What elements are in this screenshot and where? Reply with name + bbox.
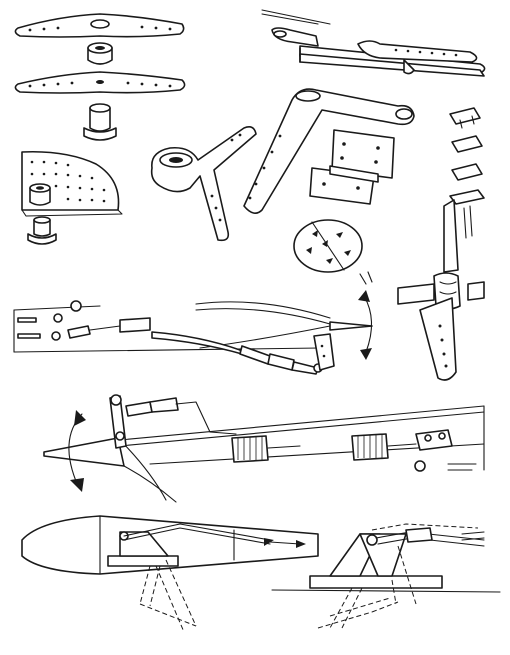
aileron-pushrod-assembly [13,271,373,375]
flap-linkage-right [271,523,501,629]
quadrant-bolt [27,216,57,245]
horn-bolt-upper [83,103,117,141]
pushrod-clevis-assembly [261,9,486,77]
bellcrank-small [150,126,257,242]
double-horn-upper [14,13,185,38]
hinge-leaves-stack [449,107,485,205]
hinge-plate [309,129,395,205]
quadrant-bushing [29,183,51,206]
control-horn-vertical [397,199,485,381]
long-bellcrank [243,88,415,214]
elevator-linkage-assembly [43,394,485,503]
round-hinge-disc [293,219,363,273]
flap-linkage-left [21,515,319,633]
double-horn-lower [14,71,186,94]
spacer-bushing [87,42,113,65]
